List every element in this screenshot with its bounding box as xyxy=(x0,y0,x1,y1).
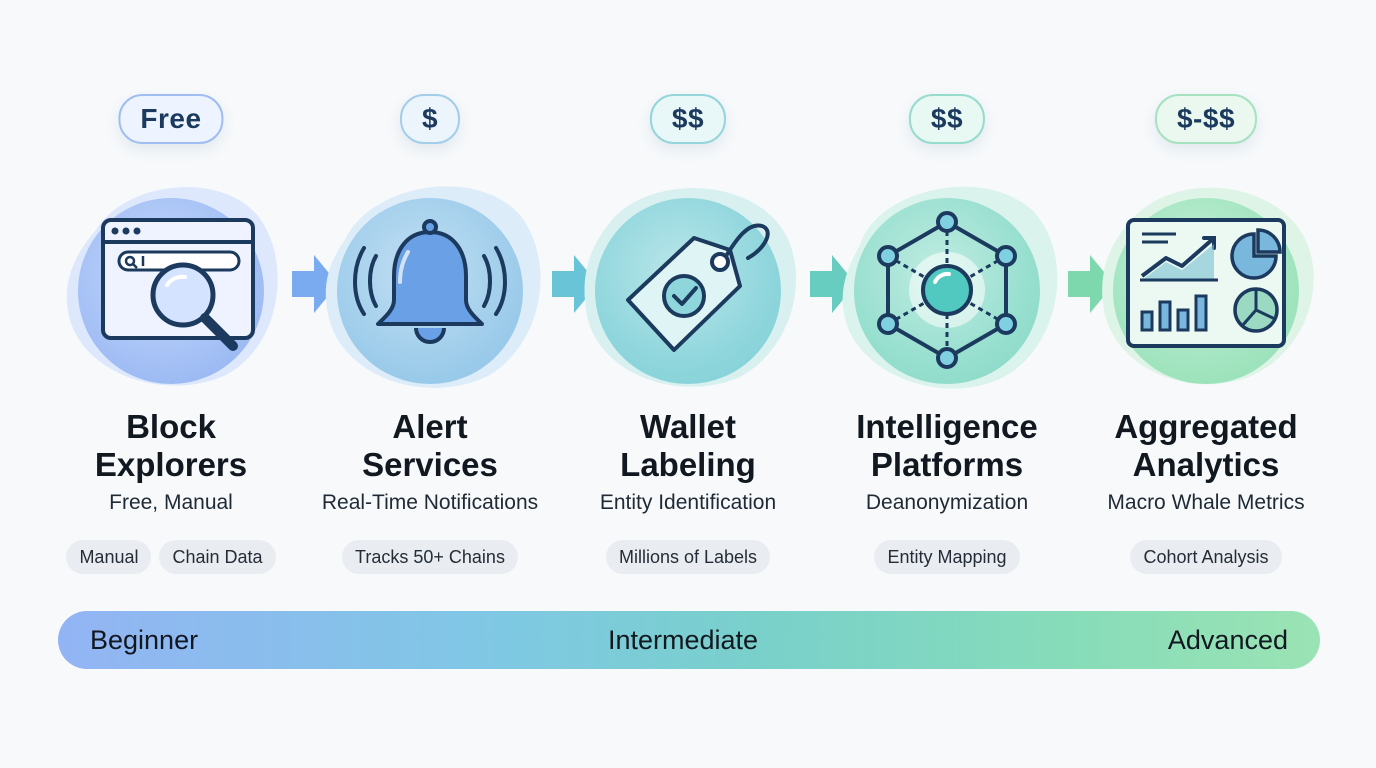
tag: Tracks 50+ Chains xyxy=(342,540,518,574)
stage-title-line: Platforms xyxy=(870,446,1024,483)
stage-title: Intelligence Platforms xyxy=(818,408,1076,484)
tag: Millions of Labels xyxy=(605,540,771,574)
stage-title-line: Alert xyxy=(392,408,468,445)
stage-aggregated-analytics: $-$$ Aggregated Analytics Macro Whale xyxy=(1077,0,1335,600)
dashboard-icon xyxy=(1126,218,1286,348)
stage-alert-services: $ Alert Services Real-Time Notifications… xyxy=(301,0,559,600)
stage-title: Wallet Labeling xyxy=(559,408,817,484)
network-icon xyxy=(877,211,1017,369)
price-badge: $ xyxy=(399,94,461,144)
tag: Manual xyxy=(66,540,152,574)
tag-list: Tracks 50+ Chains xyxy=(281,540,579,574)
level-advanced: Advanced xyxy=(1167,624,1288,655)
arrow-right-icon xyxy=(552,255,598,313)
price-badge: Free xyxy=(118,94,224,144)
tag-list: Cohort Analysis xyxy=(1057,540,1355,574)
arrow-right-icon xyxy=(292,255,338,313)
stage-title-line: Explorers xyxy=(94,446,248,483)
arrow-right-icon xyxy=(1068,255,1114,313)
stage-title-line: Block xyxy=(126,408,216,445)
price-badge: $$ xyxy=(908,94,986,144)
stage-title-line: Intelligence xyxy=(856,408,1038,445)
tag-list: Entity Mapping xyxy=(798,540,1096,574)
tag-list: Millions of Labels xyxy=(539,540,837,574)
arrow-right-icon xyxy=(810,255,856,313)
stage-subtitle: Deanonymization xyxy=(865,491,1029,514)
stage-subtitle: Entity Identification xyxy=(599,491,777,514)
bell-icon xyxy=(353,219,507,344)
stage-block-explorers: Free Block Explorers Free, Manual Manual xyxy=(42,0,300,600)
stage-title-line: Services xyxy=(362,446,498,483)
stage-title: Aggregated Analytics xyxy=(1077,408,1335,484)
skill-level-bar: Beginner Intermediate Advanced xyxy=(58,611,1320,669)
stage-subtitle: Free, Manual xyxy=(109,491,233,514)
tag: Chain Data xyxy=(159,540,276,574)
stage-title-line: Labeling xyxy=(620,446,756,483)
level-beginner: Beginner xyxy=(90,624,199,655)
stage-title: Alert Services xyxy=(301,408,559,484)
price-badge: $$ xyxy=(649,94,727,144)
price-badge: $-$$ xyxy=(1154,94,1258,144)
stage-wallet-labeling: $$ Wallet Labeling Entity Identification… xyxy=(559,0,817,600)
stage-title-line: Analytics xyxy=(1132,446,1280,483)
tag: Entity Mapping xyxy=(874,540,1020,574)
stage-title-line: Aggregated xyxy=(1114,408,1298,445)
level-intermediate: Intermediate xyxy=(607,624,759,655)
stage-title: Block Explorers xyxy=(42,408,300,484)
stage-subtitle: Macro Whale Metrics xyxy=(1107,491,1305,514)
tag-list: Manual Chain Data xyxy=(22,540,320,574)
tag-icon xyxy=(626,223,770,352)
stage-subtitle: Real-Time Notifications xyxy=(321,491,539,514)
browser-search-icon xyxy=(101,218,255,351)
stage-title-line: Wallet xyxy=(640,408,736,445)
stage-intelligence-platforms: $$ Intelligence Platforms Dean xyxy=(818,0,1076,600)
tag: Cohort Analysis xyxy=(1130,540,1282,574)
